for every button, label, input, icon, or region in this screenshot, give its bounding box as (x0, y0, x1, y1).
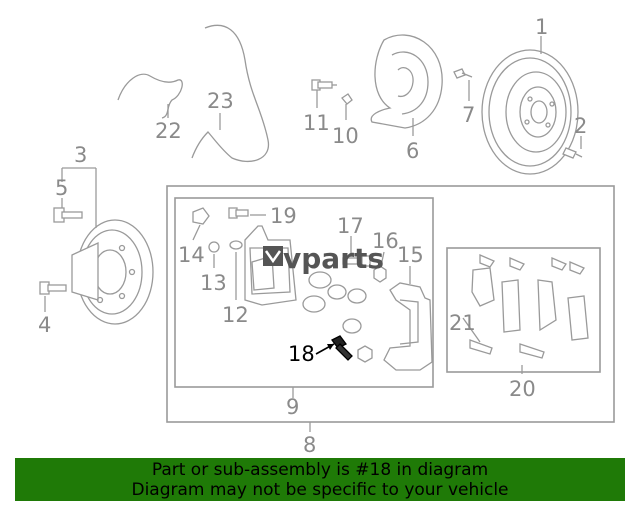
boot-16 (373, 265, 387, 283)
leader-16 (380, 251, 385, 267)
sensor-wire-22 (117, 73, 183, 119)
callout-16: 16 (372, 229, 399, 253)
dust-shield (370, 34, 443, 129)
piston-boot (327, 284, 347, 300)
seal-ring-2 (342, 318, 362, 334)
callout-23: 23 (207, 89, 234, 113)
piston-seal (302, 295, 326, 313)
seal-ring (347, 288, 367, 304)
callout-3: 3 (74, 143, 87, 167)
bracket-nut (357, 345, 373, 363)
brake-pads (469, 254, 589, 359)
guide-pin-17 (342, 255, 371, 267)
hub-bolt-5 (53, 207, 83, 223)
bleeder-cap-14 (192, 207, 210, 225)
leader-18-arrow (327, 344, 334, 350)
hub-assembly (71, 219, 154, 325)
speed-sensor-23 (191, 24, 269, 163)
callout-19: 19 (270, 204, 297, 228)
caliper-bracket (383, 282, 433, 371)
callout-8: 8 (303, 433, 316, 457)
callout-9: 9 (286, 395, 299, 419)
callout-18-highlighted: 18 (288, 342, 315, 366)
piston (308, 271, 332, 289)
callout-13: 13 (200, 271, 227, 295)
callout-7: 7 (462, 103, 475, 127)
callout-22: 22 (155, 119, 182, 143)
hub-bolt-4 (39, 281, 67, 295)
leader-21 (462, 317, 481, 343)
assembly-box-8 (166, 185, 615, 423)
callout-14: 14 (178, 243, 205, 267)
callout-4: 4 (38, 313, 51, 337)
banner-line-1: Part or sub-assembly is #18 in diagram (151, 460, 489, 480)
pad-box-20 (446, 247, 601, 373)
callout-12: 12 (222, 303, 249, 327)
callout-6: 6 (406, 139, 419, 163)
guide-bolt-19 (228, 207, 249, 219)
callout-10: 10 (332, 124, 359, 148)
leader-14 (192, 224, 201, 241)
info-banner: Part or sub-assembly is #18 in diagram D… (15, 458, 625, 501)
brake-disc (481, 49, 579, 175)
callout-2: 2 (574, 114, 587, 138)
clip-10 (341, 93, 353, 105)
cap-12 (229, 240, 243, 250)
callout-1: 1 (535, 15, 548, 39)
callout-11: 11 (303, 111, 330, 135)
bolt-11 (311, 79, 337, 91)
disc-screw (562, 147, 583, 159)
watermark-text: vparts (283, 242, 384, 275)
callout-20: 20 (509, 377, 536, 401)
callout-15: 15 (397, 243, 424, 267)
callout-5: 5 (55, 176, 68, 200)
hub-bolt-7 (453, 68, 473, 79)
vparts-watermark: vparts (263, 242, 384, 275)
callout-17: 17 (337, 214, 364, 238)
bracket-bolt-18 (331, 335, 353, 361)
callout-21: 21 (449, 311, 476, 335)
caliper-box-9 (174, 197, 434, 388)
banner-line-2: Diagram may not be specific to your vehi… (131, 480, 509, 500)
bleeder-13 (208, 241, 220, 253)
